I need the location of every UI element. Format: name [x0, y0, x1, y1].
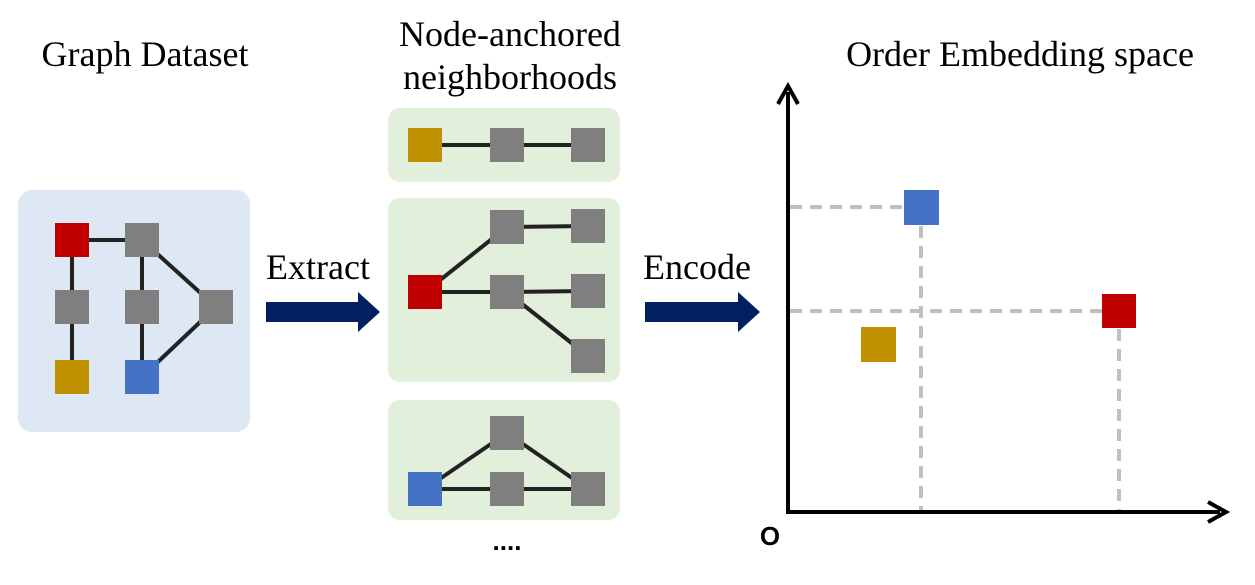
node-gray [571, 274, 605, 308]
embedding-red [1102, 294, 1136, 328]
node-blue [408, 472, 442, 506]
axes [776, 81, 1231, 524]
node-gray [490, 416, 524, 450]
neighborhoods-title-line2: neighborhoods [403, 57, 617, 97]
extract-arrow-icon [266, 292, 380, 332]
node-gray [55, 290, 89, 324]
embedding-blue [904, 190, 939, 225]
node-gray [571, 472, 605, 506]
node-gray [490, 275, 524, 309]
encode-label: Encode [643, 247, 751, 287]
node-red [408, 275, 442, 309]
node-gray [125, 223, 159, 257]
node-gray [490, 128, 524, 162]
neighborhood-nodes [408, 128, 605, 506]
node-gray [125, 290, 159, 324]
graph-dataset-title: Graph Dataset [42, 34, 249, 74]
node-gold [408, 128, 442, 162]
node-blue [125, 360, 159, 394]
dashed-guides [790, 205, 1121, 510]
node-gray [571, 339, 605, 373]
node-gray [571, 209, 605, 243]
node-gray [571, 128, 605, 162]
origin-label: O [760, 521, 780, 551]
embedding-space-title: Order Embedding space [846, 34, 1194, 74]
encode-arrow-icon [645, 292, 760, 332]
extract-label: Extract [266, 247, 370, 287]
neighborhoods-title-line1: Node-anchored [399, 14, 621, 54]
node-gold [55, 360, 89, 394]
ellipsis: .... [493, 526, 522, 556]
node-red [55, 223, 89, 257]
node-gray [199, 290, 233, 324]
node-gray [490, 210, 524, 244]
embedding-gold [861, 327, 896, 362]
dataset-nodes [55, 223, 233, 394]
node-gray [490, 472, 524, 506]
